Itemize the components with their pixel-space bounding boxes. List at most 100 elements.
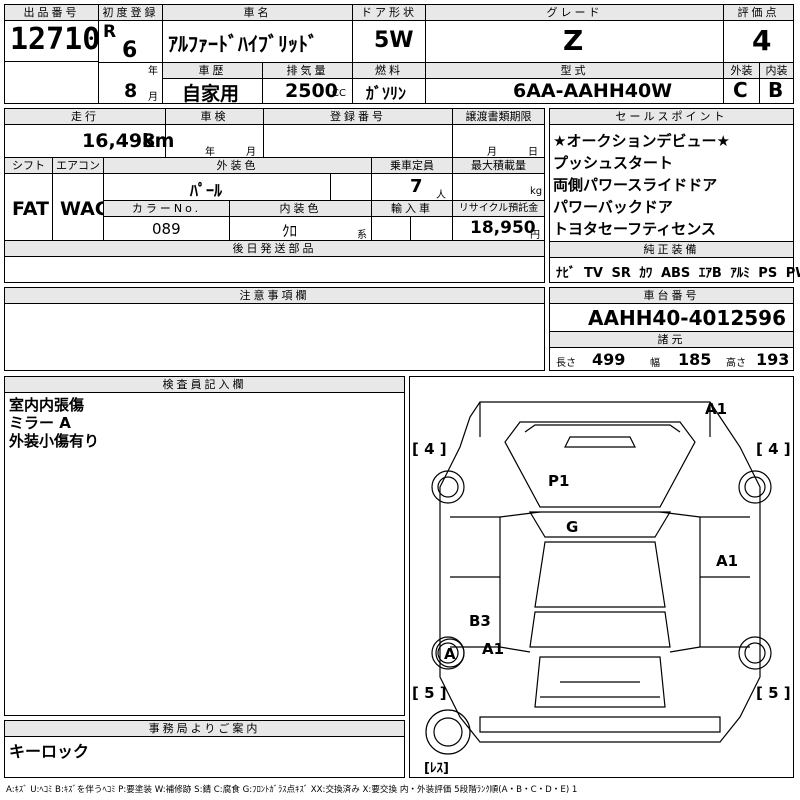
car-name-label: 車名 [163, 5, 352, 21]
spare-tire [425, 709, 471, 755]
later-parts-label: 後日発送部品 [5, 241, 544, 257]
shift-label: シフト [5, 158, 52, 174]
inspector-box [4, 376, 405, 716]
rear-bumper [479, 716, 721, 733]
selling-point-item: プッシュスタート [553, 154, 674, 172]
era: R [103, 22, 117, 42]
notes-box [4, 287, 545, 371]
fuel: ｶﾞｿﾘﾝ [366, 84, 407, 103]
capacity-label: 乗車定員 [372, 158, 452, 174]
month-unit: 月 [148, 92, 158, 103]
displacement-unit: CC [332, 88, 346, 99]
history-label: 車歴 [163, 63, 262, 79]
width-value: 185 [678, 350, 712, 369]
score: 4 [752, 24, 772, 57]
interior-color-unit: 系 [357, 230, 367, 241]
exterior-color: ﾊﾟｰﾙ [190, 181, 223, 200]
interior-label: 内装 [760, 63, 793, 79]
registration-number-label: 登録番号 [264, 109, 452, 125]
inspector-note: 外装小傷有り [9, 432, 100, 450]
model-code: 6AA-AAHH40W [513, 80, 673, 102]
color-number: 089 [152, 220, 181, 238]
equipment-item: SR [611, 266, 631, 281]
damage-mark: A [444, 645, 456, 663]
aircon-label: エアコン [53, 158, 103, 174]
model-label: 型式 [426, 63, 723, 79]
shift-type: FAT [12, 198, 49, 220]
mileage: 16,498 [82, 130, 156, 152]
inspection-month-unit: 月 [246, 147, 256, 158]
inspection-label: 車検 [166, 109, 263, 125]
lot-number: 12710 [10, 22, 101, 57]
tailgate [534, 656, 666, 708]
spare-tire-label: [ﾚｽ] [424, 761, 449, 776]
equipment-item: TV [584, 266, 603, 281]
aircon-type: WAC [60, 198, 109, 220]
equipment-item: ｶﾜ [639, 266, 653, 281]
inspector-note: 室内内張傷 [9, 396, 85, 414]
equipment-item: ABS [660, 266, 691, 281]
max-load-label: 最大積載量 [453, 158, 544, 174]
year-unit: 年 [148, 66, 158, 77]
spec-label: 諸元 [550, 332, 793, 348]
right-doors [699, 516, 750, 648]
damage-circle [435, 638, 465, 668]
exterior-grade: C [733, 78, 748, 102]
chassis-number-label: 車台番号 [550, 288, 793, 304]
width-label: 幅 [650, 358, 660, 369]
car-damage-diagram [425, 401, 772, 755]
rear-right-wheel [738, 636, 772, 670]
selling-points-box [549, 108, 794, 283]
hood [528, 511, 672, 538]
equipment-item: ｱﾙﾐ [730, 266, 750, 281]
damage-mark: A1 [716, 552, 739, 570]
chassis-box [549, 287, 794, 371]
height-value: 193 [756, 350, 790, 369]
rear-window [529, 611, 671, 648]
windshield [504, 421, 696, 508]
grade: Z [563, 24, 584, 57]
interior-color: ｸﾛ [282, 222, 298, 240]
displacement: 2500 [285, 80, 338, 102]
front-left-wheel [431, 470, 465, 504]
notes-label: 注意事項欄 [5, 288, 544, 304]
genuine-equipment-label: 純正装備 [550, 242, 793, 258]
grade-label: グレード [426, 5, 723, 21]
damage-mark: A1 [705, 400, 728, 418]
later-parts-box [4, 241, 545, 283]
vehicle-history: 自家用 [182, 83, 240, 105]
equipment-item: ｴｱB [698, 266, 722, 281]
office-label: 事務局よりご案内 [5, 721, 404, 737]
door-type: 5W [374, 28, 414, 53]
mileage-unit: km [142, 130, 175, 152]
height-label: 高さ [726, 358, 746, 369]
selling-point-item: ★オークションデビュー★ [553, 132, 730, 150]
exterior-label: 外装 [724, 63, 759, 79]
legend: A:ｷｽﾞ U:ﾍｺﾐ B:ｷｽﾞを伴うﾍｺﾐ P:要塗装 W:補修跡 S:錆 … [6, 785, 578, 795]
damage-mark: P1 [548, 472, 570, 490]
chassis-number: AAHH40-4012596 [588, 306, 786, 330]
registration-year: 6 [122, 38, 138, 63]
lot-number-label: 出品番号 [5, 5, 98, 21]
load-unit: kg [530, 186, 543, 197]
color-number-label: カラーNo. [104, 201, 229, 217]
front-right-wheel [738, 470, 772, 504]
inspector-label: 検査員記入欄 [5, 377, 404, 393]
score-label: 評価点 [724, 5, 793, 21]
transfer-day-unit: 日 [528, 147, 538, 158]
tire-depth-front-right: [ 4 ] [756, 440, 791, 458]
first-registration-label: 初度登録 [99, 5, 162, 21]
damage-mark: A1 [482, 640, 505, 658]
tire-depth-rear-left: [ 5 ] [412, 684, 447, 702]
office-note: キーロック [9, 742, 90, 761]
selling-points-label: セールスポイント [550, 109, 793, 125]
genuine-equipment-list: ﾅﾋﾞ TV SR ｶﾜ ABS ｴｱB ｱﾙﾐ PS PW [556, 262, 800, 281]
transfer-month-unit: 月 [487, 147, 497, 158]
equipment-item: ﾅﾋﾞ [556, 266, 576, 281]
recycle-deposit: 18,950 [470, 218, 536, 238]
tire-depth-front-left: [ 4 ] [412, 440, 447, 458]
recycle-unit: 円 [530, 230, 540, 241]
recycle-deposit-label: リサイクル預託金 [453, 201, 544, 217]
selling-point-item: トヨタセーフティセンス [553, 220, 716, 238]
equipment-item: PS [758, 266, 778, 281]
